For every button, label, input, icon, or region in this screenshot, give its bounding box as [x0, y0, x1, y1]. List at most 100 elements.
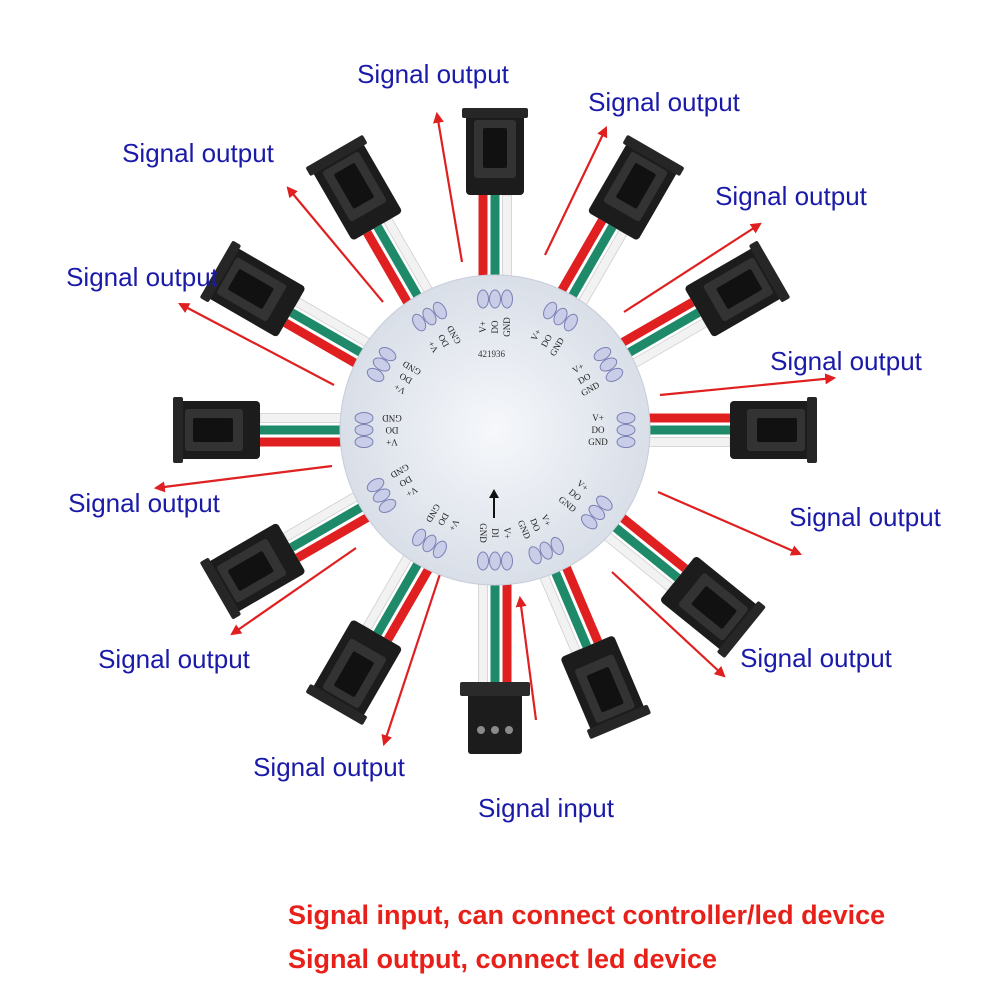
- connector-output-3: [634, 397, 817, 463]
- wire-green: [260, 425, 355, 435]
- output-connector-slot: [193, 418, 233, 442]
- pin-label-gnd: GND: [478, 523, 488, 543]
- solder-pad: [354, 412, 374, 424]
- output-connector-tab: [306, 684, 367, 725]
- spokes-layer: [173, 108, 817, 754]
- connector-output-10: [200, 485, 383, 619]
- wire-green: [373, 548, 429, 636]
- pin-label-vplus: V+: [478, 321, 488, 333]
- note-signal-input: Signal input, can connect controller/led…: [288, 900, 886, 930]
- output-connector-tab: [306, 135, 367, 176]
- output-connector-tab: [173, 397, 183, 463]
- pin-label-vplus: V+: [386, 437, 398, 447]
- solder-pad: [616, 436, 636, 448]
- label-output-2: Signal output: [789, 502, 942, 532]
- solder-pad: [543, 301, 558, 320]
- wire-green: [545, 557, 591, 649]
- pin-label-do: DO: [592, 425, 605, 435]
- wire-green: [289, 308, 377, 364]
- note-signal-output: Signal output, connect led device: [288, 944, 718, 974]
- output-connector-slot: [716, 269, 762, 309]
- output-connector-slot: [334, 651, 374, 697]
- solder-pad: [616, 412, 636, 424]
- signal-arrow-output-3: [659, 373, 837, 397]
- output-connector-tab: [462, 108, 528, 118]
- label-output-3: Signal output: [770, 346, 923, 376]
- signal-arrow-output-10: [230, 547, 357, 636]
- arrows-layer: [153, 111, 837, 747]
- wire-green: [373, 224, 429, 312]
- input-connector-pin: [477, 726, 485, 734]
- label-output-6: Signal output: [357, 59, 510, 89]
- wire-red: [260, 437, 355, 447]
- wire-green: [561, 224, 617, 312]
- connector-output-1: [533, 552, 651, 739]
- pin-label-vplus: V+: [592, 413, 604, 423]
- label-output-8: Signal output: [66, 262, 219, 292]
- output-connector-slot: [757, 418, 797, 442]
- wire-green: [490, 570, 500, 692]
- solder-pad: [539, 541, 553, 560]
- output-connector-tab: [587, 704, 651, 739]
- wire-red: [283, 318, 371, 375]
- label-output-11: Signal output: [253, 752, 406, 782]
- solder-pad: [372, 488, 391, 503]
- solder-pad: [501, 289, 513, 309]
- signal-arrow-output-8: [178, 302, 335, 386]
- wire-red: [502, 570, 512, 692]
- output-connector-slot: [483, 128, 507, 168]
- pin-label-do: DO: [490, 320, 500, 333]
- signal-arrow-output-11: [381, 573, 442, 747]
- output-connector-slot: [616, 163, 656, 209]
- pcb-board: [339, 274, 651, 586]
- connector-output-6: [462, 108, 528, 291]
- wire-red: [635, 413, 730, 423]
- solder-pad: [412, 528, 427, 547]
- wire-green: [289, 496, 377, 552]
- solder-pad: [366, 478, 385, 493]
- input-connector-pin: [491, 726, 499, 734]
- solder-pad: [580, 514, 598, 530]
- wire-white: [478, 569, 488, 693]
- connector-output-11: [306, 542, 440, 725]
- wire-red: [607, 298, 695, 354]
- solder-pad: [366, 367, 385, 382]
- connector-output-9: [173, 397, 356, 463]
- solder-pad: [412, 313, 427, 332]
- signal-arrow-input: [515, 595, 538, 721]
- solder-pad: [588, 504, 606, 521]
- signal-arrow-output-6: [433, 111, 464, 263]
- solder-pad: [354, 436, 374, 448]
- signal-arrow-output-7: [286, 186, 384, 303]
- signal-arrow-output-9: [153, 464, 333, 493]
- connector-output-5: [550, 135, 684, 318]
- pcb-layer: 421936: [339, 274, 651, 586]
- input-connector-housing: [468, 692, 522, 754]
- input-direction-arrow: [489, 489, 499, 518]
- solder-pad: [553, 307, 568, 326]
- wire-green: [613, 308, 701, 364]
- solder-pad: [432, 301, 447, 320]
- solder-pad: [528, 546, 542, 565]
- wire-red: [608, 505, 689, 573]
- solder-pad: [616, 424, 636, 436]
- solder-pad: [477, 551, 489, 571]
- signal-arrow-output-4: [623, 222, 762, 313]
- wire-red: [556, 552, 603, 644]
- output-connector-slot: [334, 163, 374, 209]
- label-output-10: Signal output: [98, 644, 251, 674]
- pin-label-vplus: V+: [539, 513, 553, 528]
- output-connector-tab: [749, 241, 790, 302]
- output-connector-slot: [586, 667, 624, 713]
- label-input: Signal input: [478, 793, 615, 823]
- solder-pad: [596, 495, 613, 511]
- solder-pad: [563, 313, 578, 332]
- output-connector-tab: [200, 558, 241, 619]
- signal-arrow-output-5: [544, 126, 608, 256]
- solder-pad: [489, 289, 501, 309]
